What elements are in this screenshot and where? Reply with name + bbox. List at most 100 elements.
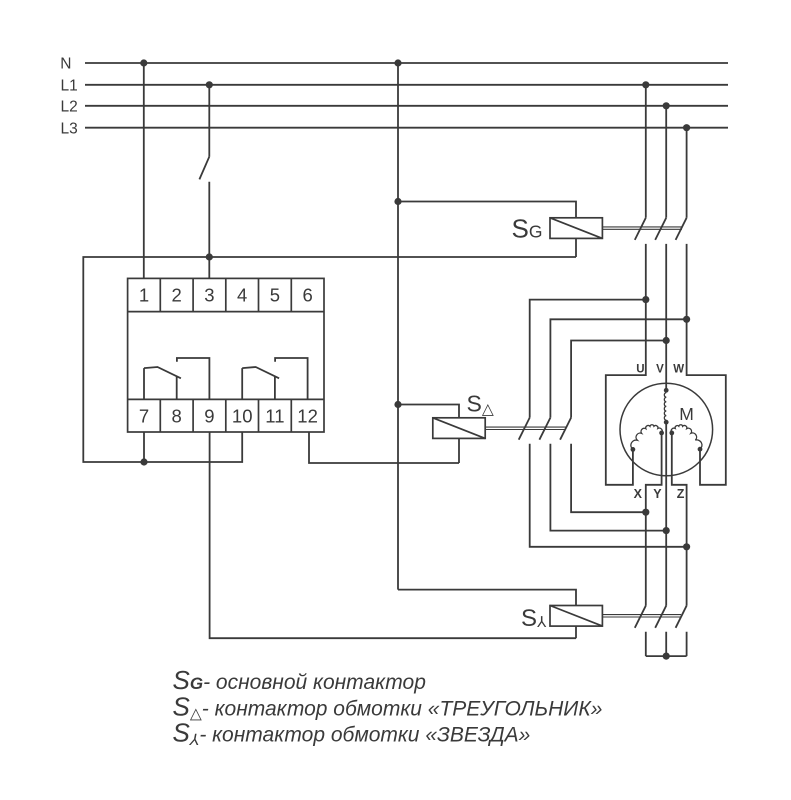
delta-mech-link — [485, 426, 566, 431]
junction-dot — [205, 81, 213, 89]
switch-blade — [198, 156, 211, 180]
wire-motor-x — [644, 432, 663, 606]
sg-label-prefix: S — [512, 214, 529, 244]
wire-delta-coil-top — [398, 403, 460, 463]
legend-1-text: - основной контактор — [203, 671, 426, 694]
relay-terminal-cell-dividers — [159, 278, 293, 432]
star-label-prefix: S — [521, 605, 537, 632]
legend-1-prefix: S — [173, 665, 191, 695]
legend-line-3: S⅄- контактор обмотки «ЗВЕЗДА» — [173, 718, 531, 750]
delta-contact-blade-3 — [559, 417, 572, 441]
sg-coil-diagonal — [549, 217, 603, 240]
terminal-12: 12 — [297, 405, 318, 426]
junction-dot — [394, 59, 402, 67]
wire-delta-tap-2 — [549, 318, 687, 418]
terminal-10: 10 — [232, 405, 253, 426]
wire-delta-out-3 — [570, 443, 646, 514]
sg-label: SG — [512, 214, 543, 244]
contactor-coils — [431, 216, 682, 627]
star-coil-diagonal — [549, 604, 603, 627]
junction-dots — [140, 59, 703, 660]
junction-dot — [683, 543, 691, 551]
star-point-bar — [644, 631, 688, 657]
delta-label-sub: △ — [482, 401, 494, 418]
terminal-9: 9 — [204, 405, 214, 426]
legend-line-2: S△- контактор обмотки «ТРЕУГОЛЬНИК» — [173, 691, 603, 722]
legend-3-sub: ⅄ — [189, 732, 199, 749]
motor — [619, 382, 714, 477]
motor-terminal-w: W — [673, 364, 684, 376]
terminal-3: 3 — [204, 285, 214, 306]
junction-dot — [642, 508, 650, 516]
wire-delta-coil-return — [308, 432, 459, 464]
bus-label-l1: L1 — [61, 77, 78, 94]
legend-3-text: - контактор обмотки «ЗВЕЗДА» — [199, 724, 530, 747]
junction-dot — [683, 124, 691, 132]
star-mech-link — [602, 614, 681, 618]
motor-terminal-dot — [659, 430, 664, 436]
legend: SG- основной контактор S△- контактор обм… — [173, 665, 603, 749]
motor-label: M — [679, 404, 694, 424]
sg-mech-link — [602, 226, 682, 230]
terminal-2: 2 — [172, 285, 182, 306]
wire-phase-w — [685, 243, 727, 486]
motor-terminal-u: U — [636, 364, 644, 376]
terminal-6: 6 — [302, 285, 312, 306]
motor-terminal-dot — [663, 387, 669, 393]
junction-dot — [140, 458, 148, 466]
motor-terminal-v: V — [656, 364, 664, 376]
terminal-1: 1 — [139, 285, 149, 306]
star-contact-blade-3 — [674, 605, 688, 629]
motor-circle — [619, 382, 714, 477]
terminal-7: 7 — [139, 405, 149, 426]
labels: N L1 L2 L3 1 2 3 4 5 6 7 8 9 10 11 12 SG… — [60, 55, 694, 632]
delta-contact-blade-2 — [538, 417, 552, 441]
junction-dot — [205, 253, 213, 261]
wire-delta-tap-1 — [528, 298, 646, 418]
wire-motor-z — [670, 432, 688, 606]
wire-star-coil-return — [208, 432, 576, 640]
delta-label-prefix: S — [467, 391, 482, 417]
wire-delta-out-2 — [549, 443, 667, 532]
motor-terminal-dot — [669, 430, 675, 436]
motor-terminal-z: Z — [677, 487, 685, 501]
relay-contact1-blade — [143, 366, 182, 380]
delta-label: S△ — [467, 391, 494, 419]
legend-line-1: SG- основной контактор — [173, 665, 426, 695]
junction-dot — [642, 81, 650, 89]
junction-dot — [683, 315, 691, 323]
junction-dot — [642, 296, 650, 304]
motor-terminal-y: Y — [653, 487, 662, 501]
motor-windings — [630, 391, 703, 450]
wire-phase-u — [604, 243, 647, 486]
legend-3-prefix: S — [173, 718, 191, 748]
motor-winding-u — [630, 424, 663, 450]
terminal-4: 4 — [237, 285, 247, 306]
junction-dot — [662, 652, 670, 660]
legend-1-sub: G — [190, 674, 203, 693]
timer-relay-block — [126, 277, 325, 433]
star-label-sub: ⅄ — [536, 614, 547, 631]
relay-contact2-no-arm — [274, 357, 309, 400]
motor-terminal-x: X — [634, 487, 643, 501]
wire-sg-coil-return — [82, 256, 576, 463]
terminal-11: 11 — [265, 405, 284, 426]
bus-label-l3: L3 — [61, 120, 78, 137]
motor-terminal-dot — [697, 446, 703, 452]
bus-label-n: N — [60, 55, 71, 72]
junction-dot — [662, 527, 670, 535]
motor-winding-v — [663, 391, 667, 421]
junction-dot — [662, 102, 670, 110]
terminal-8: 8 — [172, 405, 182, 426]
delta-contact-blade-1 — [517, 417, 531, 441]
wire-delta-tap-3 — [570, 339, 667, 418]
terminal-5: 5 — [270, 285, 280, 306]
relay-contact1-no-arm — [176, 357, 211, 400]
relay-contact2-blade — [242, 366, 280, 380]
wire-delta-out-1 — [528, 443, 687, 548]
junction-dot — [394, 400, 402, 409]
star-label: S⅄ — [521, 605, 547, 632]
motor-winding-w — [670, 424, 703, 450]
motor-terminal-dot — [630, 447, 636, 452]
